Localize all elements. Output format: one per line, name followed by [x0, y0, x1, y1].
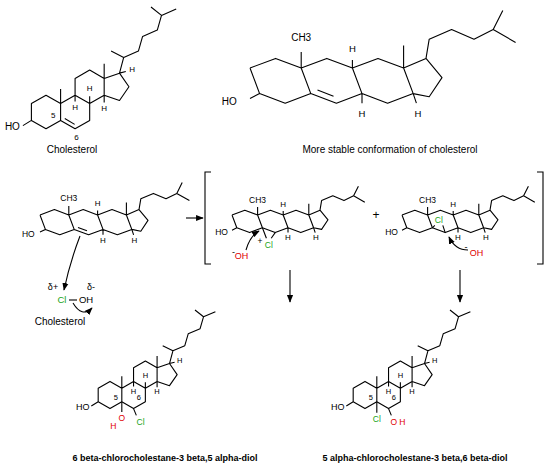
hydrogen-label: H — [72, 104, 78, 112]
plus-sign: + — [372, 209, 379, 221]
hydrogen-label: H — [450, 201, 456, 209]
hydrogen-label: H — [432, 357, 437, 365]
hydrogen-label: H — [280, 201, 286, 209]
hydrogen-label: H — [409, 389, 414, 397]
methyl-label: CH3 — [419, 196, 436, 205]
hydrogen-label: H — [154, 389, 159, 397]
hydrogen-label: H — [132, 237, 138, 245]
chloronium-bridge — [432, 225, 445, 232]
hydrogen-label: H — [110, 421, 116, 430]
methyl-label: CH3 — [291, 33, 311, 43]
curved-arrow — [246, 231, 259, 250]
hydrogen-label: H — [143, 373, 148, 381]
atom-number: 6 — [137, 395, 141, 403]
hydroxyl-label: HO — [385, 228, 398, 237]
chlorine-label: Cl — [137, 418, 145, 427]
steroid-skeleton — [23, 7, 176, 129]
charge-sign: - — [232, 247, 235, 256]
hydroxide-label: OH — [470, 248, 484, 257]
compound-name: Cholesterol — [35, 317, 86, 327]
oxygen-label: O — [119, 414, 126, 423]
chlorine-label: Cl — [435, 216, 443, 225]
hydroxyl-label: HO — [76, 402, 90, 411]
product-name: 6 beta-chlorocholestane-3 beta,5 alpha-d… — [72, 454, 257, 463]
partial-charge: δ- — [87, 283, 95, 292]
compound-name: More stable conformation of cholesterol — [302, 145, 477, 155]
steroid-conformer — [40, 183, 189, 235]
hydrogen-label: H — [313, 234, 319, 242]
hydroxyl-label: HO — [22, 230, 35, 239]
chloronium-intermediate — [402, 186, 535, 232]
chloronium-intermediate — [232, 186, 365, 232]
charge-sign: + — [258, 237, 263, 246]
hydrogen-label: H — [399, 418, 405, 427]
hydrogen-label: H — [359, 110, 366, 120]
curved-arrow — [64, 236, 80, 290]
atom-number: 5 — [114, 395, 118, 403]
steroid-conformer — [250, 10, 516, 103]
methyl-label: CH3 — [60, 194, 77, 203]
reaction-arrow — [289, 270, 290, 302]
double-bond — [65, 119, 75, 125]
chlorine-label: Cl — [265, 240, 273, 249]
hydrogen-label: H — [87, 85, 93, 93]
double-bond — [318, 90, 334, 96]
hydrogen-label: H — [177, 357, 182, 365]
atom-number: 6 — [74, 134, 78, 142]
reaction-arrow — [459, 270, 460, 302]
atom-number: 6 — [392, 395, 396, 403]
hydroxyl-label: OH — [79, 295, 93, 305]
hydrogen-label: H — [285, 234, 291, 242]
reagent-bond — [69, 299, 77, 300]
hydrogen-label: H — [100, 237, 106, 245]
hydrogen-label: H — [415, 110, 422, 120]
steroid-skeleton — [346, 310, 470, 409]
hydrogen-label: H — [483, 234, 489, 242]
hydroxyl-label: HO — [222, 97, 237, 107]
methyl-label: CH3 — [249, 196, 266, 205]
hydroxyl-label: HO — [331, 402, 345, 411]
oxygen-label: O — [391, 418, 398, 427]
partial-charge: δ+ — [48, 283, 58, 292]
steroid-skeleton — [91, 310, 215, 409]
chlorine-label: Cl — [58, 295, 67, 305]
hydrogen-label: H — [386, 388, 391, 396]
atom-number: 5 — [51, 112, 55, 120]
hydroxyl-label: HO — [5, 122, 20, 132]
bracket — [537, 172, 543, 264]
bracket — [205, 172, 211, 264]
hydroxide-label: OH — [235, 251, 249, 260]
hydrogen-label: H — [398, 373, 403, 381]
charge-sign: - — [465, 243, 468, 252]
atom-number: 5 — [369, 395, 373, 403]
hydrogen-label: H — [349, 44, 356, 54]
compound-name: Cholesterol — [47, 145, 98, 155]
hydrogen-label: H — [95, 200, 101, 208]
hydrogen-label: H — [455, 234, 461, 242]
chlorine-label: Cl — [373, 415, 381, 424]
hydrogen-label: H — [101, 105, 107, 113]
double-bond — [78, 227, 87, 230]
chloronium-bridge — [262, 228, 275, 238]
hydrogen-label: H — [131, 388, 136, 396]
substituent-bonds — [377, 402, 392, 416]
hydrogen-label: H — [129, 66, 135, 74]
reaction-arrow — [186, 217, 203, 218]
product-name: 5 alpha-chlorocholestane-3 beta,6 beta-d… — [322, 454, 507, 463]
hydroxyl-label: HO — [215, 228, 228, 237]
